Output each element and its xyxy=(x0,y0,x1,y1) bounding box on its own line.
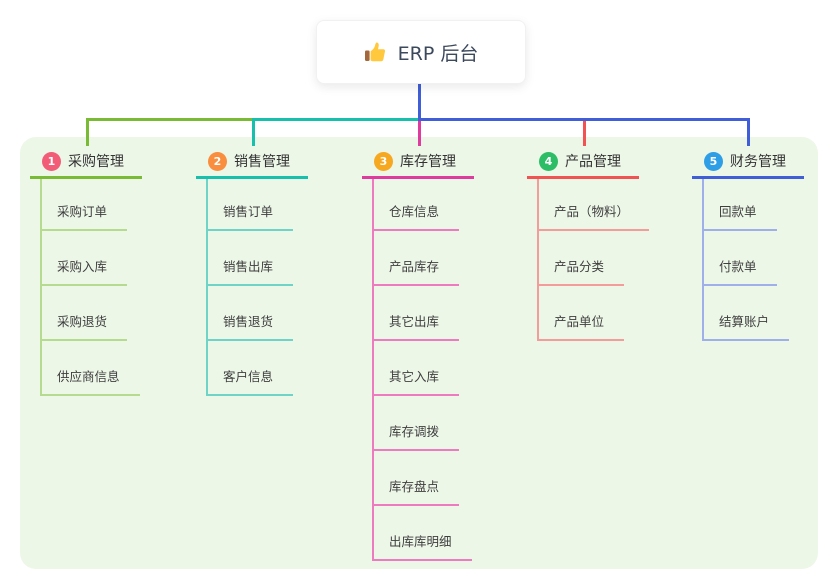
branch-2-children: 销售订单 销售出库 销售退货 客户信息 xyxy=(206,179,294,396)
branch-5-children: 回款单 付款单 结算账户 xyxy=(702,179,790,341)
branch-4-title: 产品管理 xyxy=(565,154,621,170)
branch-1-badge: 1 xyxy=(42,151,61,171)
child-node[interactable]: 产品（物料） xyxy=(539,203,650,231)
branch-4-children: 产品（物料） 产品分类 产品单位 xyxy=(537,179,650,341)
branch-2-title: 销售管理 xyxy=(234,154,290,170)
branch-5-title: 财务管理 xyxy=(730,154,786,170)
connector-branch-4-drop xyxy=(583,121,586,146)
child-node[interactable]: 供应商信息 xyxy=(42,368,140,396)
branch-3-children: 仓库信息 产品库存 其它出库 其它入库 库存调拨 库存盘点 出库库明细 xyxy=(372,179,472,561)
child-node[interactable]: 库存盘点 xyxy=(374,478,460,506)
connector-branch-3-drop xyxy=(418,121,421,146)
branch-2-badge: 2 xyxy=(208,151,227,171)
child-node[interactable]: 产品库存 xyxy=(374,258,460,286)
child-node[interactable]: 销售出库 xyxy=(208,258,294,286)
connector-branch-1-drop xyxy=(86,118,89,146)
child-node[interactable]: 采购订单 xyxy=(42,203,128,231)
child-node[interactable]: 回款单 xyxy=(704,203,777,231)
branch-4-node[interactable]: 4 产品管理 xyxy=(527,146,639,179)
child-node[interactable]: 其它入库 xyxy=(374,368,460,396)
child-node[interactable]: 付款单 xyxy=(704,258,777,286)
child-node[interactable]: 采购入库 xyxy=(42,258,128,286)
child-node[interactable]: 采购退货 xyxy=(42,313,128,341)
connector-branch-5-drop xyxy=(747,118,750,146)
branch-1-children: 采购订单 采购入库 采购退货 供应商信息 xyxy=(40,179,140,396)
branch-1-title: 采购管理 xyxy=(68,154,124,170)
child-node[interactable]: 产品分类 xyxy=(539,258,625,286)
connector-branch-5-horizontal xyxy=(418,118,750,121)
root-node[interactable]: ERP 后台 xyxy=(316,20,526,84)
connector-branch-1-horizontal xyxy=(86,118,254,121)
child-node[interactable]: 销售退货 xyxy=(208,313,294,341)
connector-branch-2-drop xyxy=(252,118,255,146)
child-node[interactable]: 其它出库 xyxy=(374,313,460,341)
child-node[interactable]: 销售订单 xyxy=(208,203,294,231)
branch-2-node[interactable]: 2 销售管理 xyxy=(196,146,308,179)
child-node[interactable]: 仓库信息 xyxy=(374,203,460,231)
branch-5-node[interactable]: 5 财务管理 xyxy=(692,146,804,179)
child-node[interactable]: 产品单位 xyxy=(539,313,625,341)
child-node[interactable]: 库存调拨 xyxy=(374,423,460,451)
child-node[interactable]: 结算账户 xyxy=(704,313,790,341)
child-node[interactable]: 客户信息 xyxy=(208,368,294,396)
child-node[interactable]: 出库库明细 xyxy=(374,533,472,561)
connector-root-drop xyxy=(418,82,421,118)
branch-4-badge: 4 xyxy=(539,151,558,171)
branch-group-panel xyxy=(20,137,818,569)
connector-branch-2-horizontal xyxy=(252,118,420,121)
branch-3-node[interactable]: 3 库存管理 xyxy=(362,146,474,179)
thumbs-up-icon xyxy=(364,40,388,64)
branch-5-badge: 5 xyxy=(704,151,723,171)
branch-3-title: 库存管理 xyxy=(400,154,456,170)
root-node-label: ERP 后台 xyxy=(397,42,479,65)
branch-3-badge: 3 xyxy=(374,151,393,171)
branch-1-node[interactable]: 1 采购管理 xyxy=(30,146,142,179)
